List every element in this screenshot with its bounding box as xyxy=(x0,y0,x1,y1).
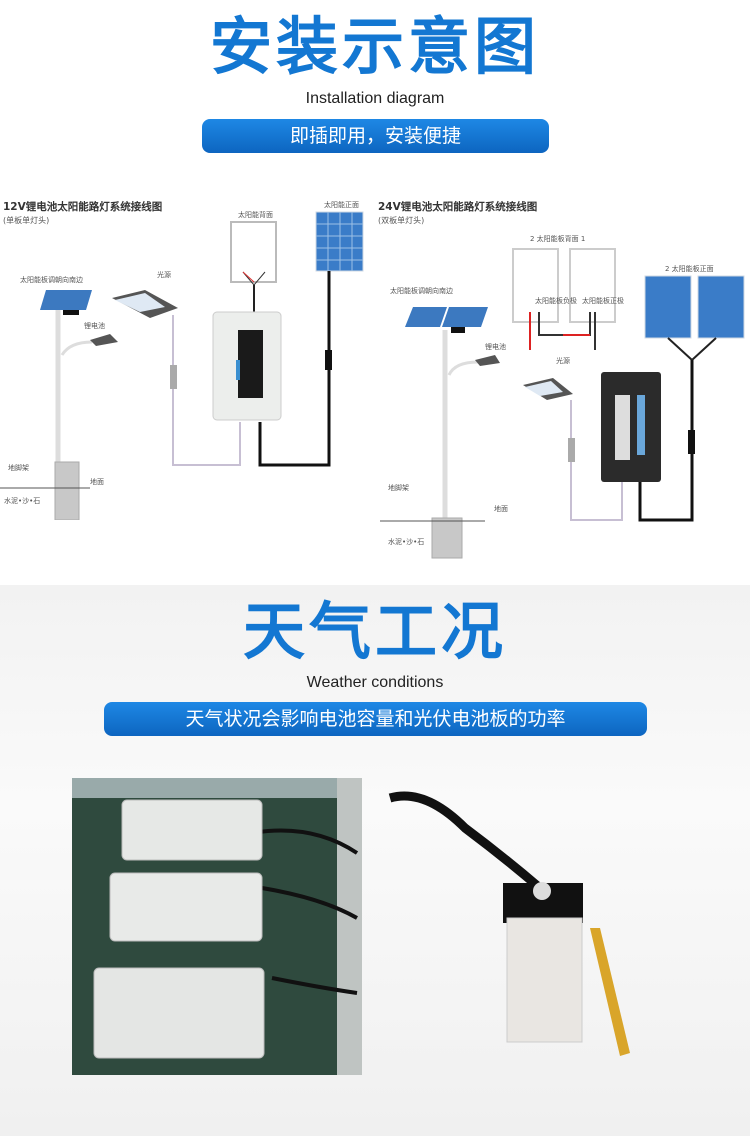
banner-plug-and-play: 即插即用，安装便捷 xyxy=(202,119,549,153)
solar-panels-front xyxy=(644,275,745,339)
photo-battery-box xyxy=(388,791,630,1056)
photo-controller-boxes xyxy=(72,778,362,1075)
diagram-12v-drawing xyxy=(0,211,364,520)
section-subtitle-weather: Weather conditions xyxy=(306,674,444,691)
label-ground-24v: 地面 xyxy=(494,505,508,513)
label-ground: 地面 xyxy=(90,478,104,486)
diagram-24v-title: 24V锂电池太阳能路灯系统接线图 xyxy=(378,201,538,213)
diagram-24v-drawing xyxy=(380,248,745,559)
label-light-source-24v: 光源 xyxy=(556,357,570,365)
label-anchor: 地脚架 xyxy=(8,464,29,472)
label-panel-front-24v: 2 太阳能板正面 xyxy=(665,265,714,273)
label-battery-24v: 锂电池 xyxy=(485,343,506,351)
section-title-installation: 安装示意图 xyxy=(209,10,540,83)
label-panel-back: 太阳能背面 xyxy=(238,211,273,219)
label-panel-front: 太阳能正面 xyxy=(324,201,359,209)
label-panel-direction: 太阳能板调朝向南边 xyxy=(20,276,83,284)
section-title-weather: 天气工况 xyxy=(242,595,507,668)
label-light-source: 光源 xyxy=(157,271,171,279)
label-panel-direction-24v: 太阳能板调朝向南边 xyxy=(390,287,453,295)
label-anchor-24v: 地脚架 xyxy=(388,484,409,492)
diagram-24v-subtitle: (双板单灯头) xyxy=(378,216,425,225)
section-subtitle-installation: Installation diagram xyxy=(305,90,445,107)
label-concrete: 水泥•沙•石 xyxy=(4,497,41,505)
diagram-12v-title: 12V锂电池太阳能路灯系统接线图 xyxy=(3,201,163,213)
label-panel-back-24v: 2 太阳能板背面 1 xyxy=(530,235,586,243)
diagram-12v-subtitle: (单板单灯头) xyxy=(3,216,50,225)
label-battery: 锂电池 xyxy=(84,322,105,330)
label-concrete-24v: 水泥•沙•石 xyxy=(388,538,425,546)
label-positive: 太阳能板正极 xyxy=(582,297,624,305)
banner-weather-note: 天气状况会影响电池容量和光伏电池板的功率 xyxy=(104,702,647,736)
label-negative: 太阳能板负极 xyxy=(535,297,577,305)
